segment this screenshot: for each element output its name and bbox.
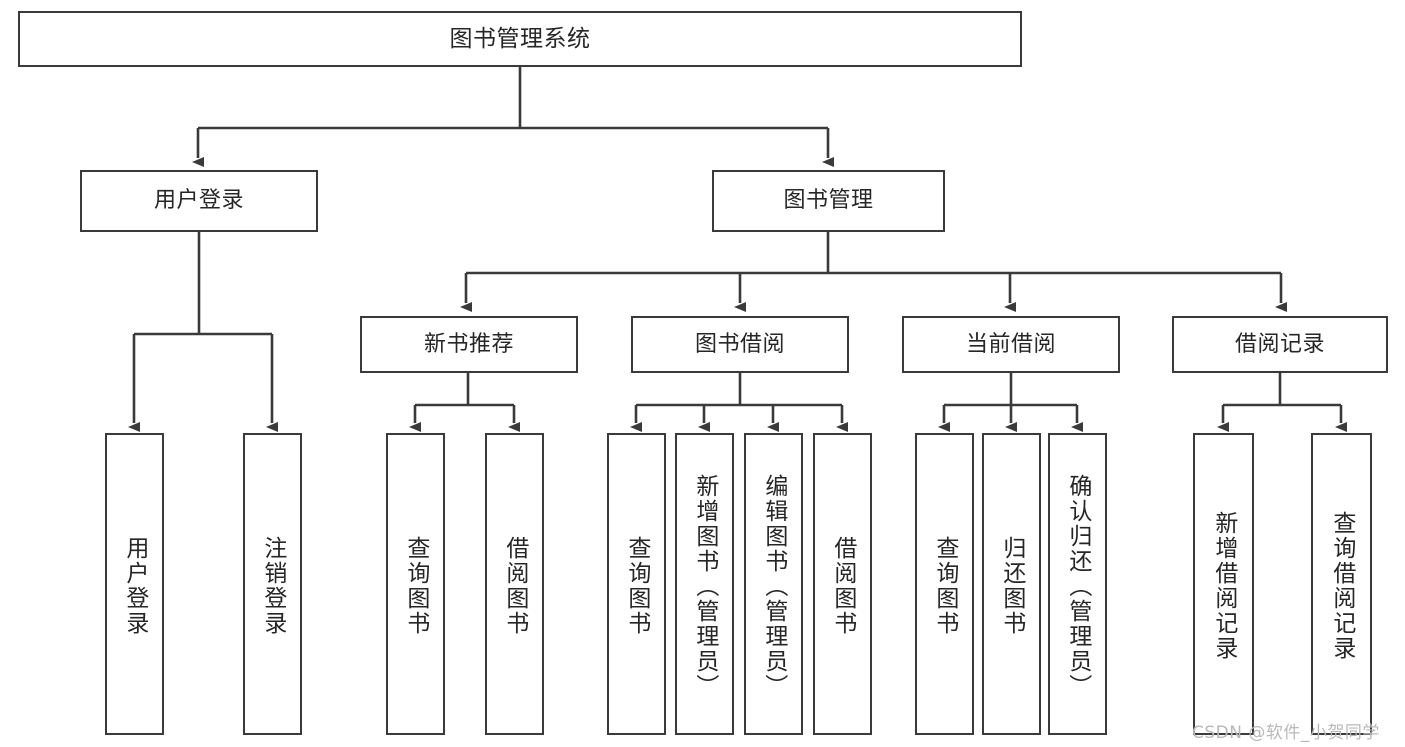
- node-user-login[interactable]: 用户登录: [80, 170, 318, 232]
- node-new-book-recommend[interactable]: 新书推荐: [360, 316, 578, 373]
- node-leaf-query-book-3[interactable]: 查询图书: [915, 433, 974, 735]
- node-leaf-query-book-1[interactable]: 查询图书: [386, 433, 445, 735]
- node-borrow-record[interactable]: 借阅记录: [1172, 316, 1388, 373]
- node-leaf-edit-book[interactable]: 编辑图书（管理员）: [744, 433, 803, 735]
- node-leaf-add-book[interactable]: 新增图书（管理员）: [675, 433, 734, 735]
- node-leaf-confirm-return[interactable]: 确认归还（管理员）: [1048, 433, 1107, 735]
- csdn-watermark: CSDN @软件_小贺同学: [1192, 723, 1380, 743]
- node-leaf-query-book-1-label: 查询图书: [402, 536, 429, 636]
- node-book-borrow[interactable]: 图书借阅: [631, 316, 849, 373]
- node-leaf-add-book-label: 新增图书（管理员）: [691, 473, 718, 699]
- node-leaf-return-book-label: 归还图书: [998, 536, 1025, 636]
- node-leaf-add-record-label: 新增借阅记录: [1210, 511, 1237, 661]
- node-leaf-query-record-label: 查询借阅记录: [1328, 511, 1355, 661]
- node-borrow-record-label: 借阅记录: [1234, 331, 1325, 357]
- node-leaf-borrow-book-1-label: 借阅图书: [501, 536, 528, 636]
- node-leaf-edit-book-label: 编辑图书（管理员）: [760, 473, 787, 699]
- node-book-manage[interactable]: 图书管理: [712, 170, 945, 232]
- node-leaf-add-record[interactable]: 新增借阅记录: [1193, 433, 1254, 735]
- node-leaf-logout-label: 注销登录: [259, 536, 286, 636]
- node-root-label: 图书管理系统: [449, 25, 591, 52]
- node-leaf-borrow-book-2[interactable]: 借阅图书: [813, 433, 872, 735]
- node-book-borrow-label: 图书借阅: [694, 331, 785, 357]
- node-root[interactable]: 图书管理系统: [18, 11, 1022, 67]
- node-current-borrow[interactable]: 当前借阅: [902, 316, 1120, 373]
- node-leaf-return-book[interactable]: 归还图书: [982, 433, 1041, 735]
- node-leaf-user-login[interactable]: 用户登录: [105, 433, 164, 735]
- node-user-login-label: 用户登录: [153, 188, 244, 213]
- node-leaf-borrow-book-2-label: 借阅图书: [829, 536, 856, 636]
- node-new-book-recommend-label: 新书推荐: [423, 331, 514, 357]
- node-leaf-confirm-return-label: 确认归还（管理员）: [1064, 473, 1091, 699]
- node-leaf-logout[interactable]: 注销登录: [243, 433, 302, 735]
- node-leaf-user-login-label: 用户登录: [121, 536, 148, 636]
- node-leaf-query-record[interactable]: 查询借阅记录: [1311, 433, 1372, 735]
- node-leaf-query-book-2-label: 查询图书: [623, 536, 650, 636]
- node-leaf-borrow-book-1[interactable]: 借阅图书: [485, 433, 544, 735]
- node-book-manage-label: 图书管理: [783, 188, 874, 213]
- node-leaf-query-book-3-label: 查询图书: [931, 536, 958, 636]
- node-current-borrow-label: 当前借阅: [965, 331, 1056, 357]
- node-leaf-query-book-2[interactable]: 查询图书: [607, 433, 666, 735]
